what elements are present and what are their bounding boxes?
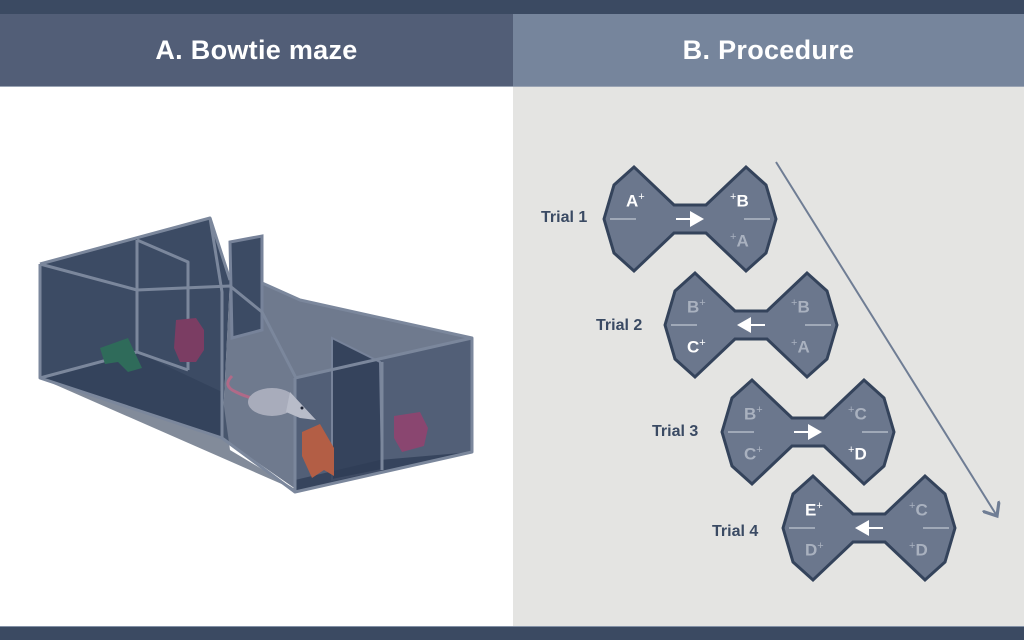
bowtie-trial-2 [663, 271, 839, 379]
pink-object-left [174, 318, 204, 362]
arm-label-right-bottom: +D [909, 540, 928, 560]
arm-label-right-bottom: +D [848, 444, 867, 464]
procedure-diagram [602, 161, 1024, 582]
arm-label-right-top: +C [909, 500, 928, 520]
bowtie-maze-panel [0, 87, 513, 626]
rat [226, 374, 316, 420]
bowtie-trial-4 [781, 474, 957, 582]
time-arrow [775, 161, 997, 516]
arm-label-left-bottom: C+ [687, 337, 706, 357]
bottom-bar [0, 626, 1024, 640]
green-object [100, 338, 142, 372]
arm-label-right-bottom: +A [791, 337, 810, 357]
arm-label-left-top: B+ [744, 404, 763, 424]
trial-4-label: Trial 4 [712, 523, 759, 540]
arm-label-right-bottom: +A [730, 231, 749, 251]
trial-1-label: Trial 1 [541, 209, 588, 226]
arm-label-right-top: +C [848, 404, 867, 424]
orange-object [302, 424, 334, 478]
panel-a-title: A. Bowtie maze [0, 14, 513, 87]
trial-3-label: Trial 3 [652, 423, 699, 440]
pink-object-right [394, 412, 428, 452]
trial-2-label: Trial 2 [596, 317, 643, 334]
bowtie-trial-3 [720, 378, 896, 486]
arm-label-left-top: E+ [805, 500, 823, 520]
procedure-panel [513, 87, 1024, 626]
arm-label-left-top: A+ [626, 191, 645, 211]
center-divider [228, 234, 264, 340]
panel-b-title: B. Procedure [513, 14, 1024, 87]
arm-label-left-bottom: C+ [744, 444, 763, 464]
bowtie-maze-illustration [38, 216, 474, 494]
arm-label-left-top: B+ [687, 297, 706, 317]
arm-label-left-bottom: D+ [805, 540, 824, 560]
top-bar [0, 0, 1024, 14]
arm-label-right-top: +B [730, 191, 749, 211]
bowtie-trial-1 [602, 165, 778, 273]
arm-label-right-top: +B [791, 297, 810, 317]
